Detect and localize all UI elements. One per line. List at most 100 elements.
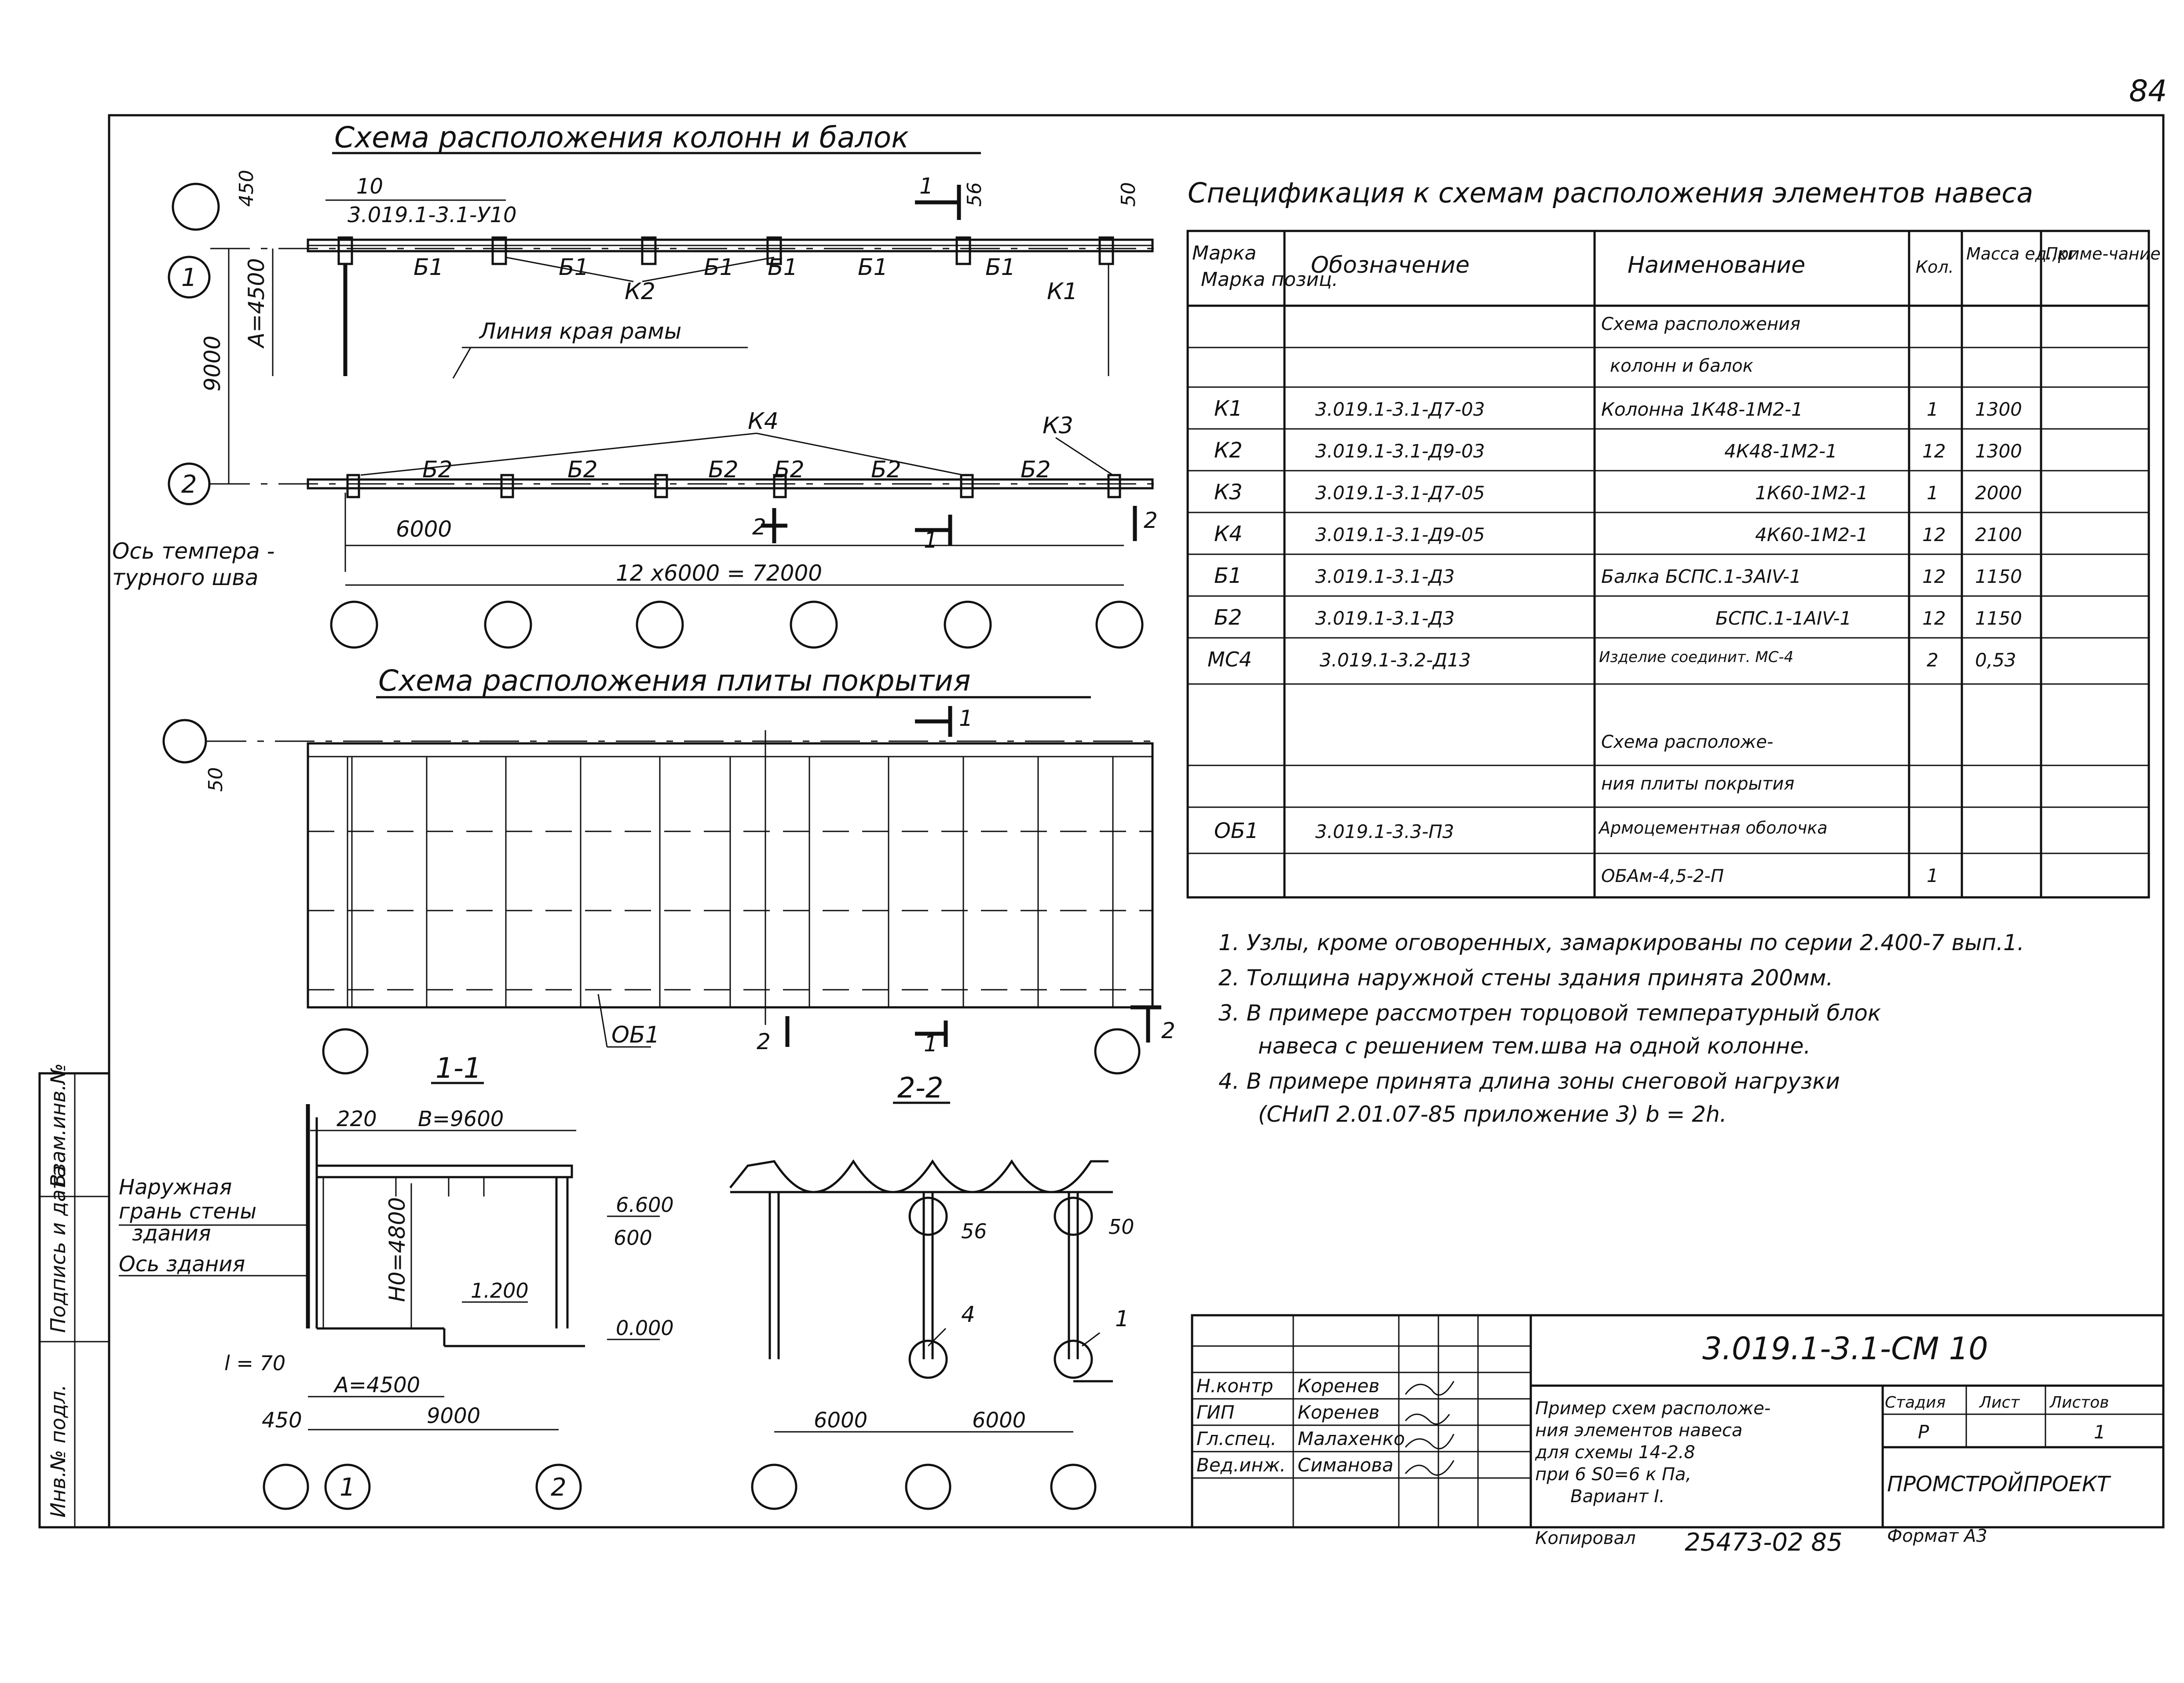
row7-name: БСПС.1-1АIV-1 — [1716, 607, 1851, 629]
row11-des: 3.019.1-3.3-П3 — [1315, 821, 1454, 842]
tb-role-3: Вед.инж. — [1196, 1454, 1286, 1476]
label-b1-f: Б1 — [985, 254, 1016, 281]
row6-des: 3.019.1-3.1-Д3 — [1315, 566, 1455, 587]
cut-2-a: 2 — [752, 514, 766, 540]
spec-table: Спецификация к схемам расположения элеме… — [1186, 177, 2161, 899]
label-b2-c: Б2 — [708, 457, 739, 483]
row4-qty: 1 — [1927, 482, 1939, 504]
sec1-dim-450: 450 — [262, 1408, 302, 1433]
sec2-mark-1: 1 — [1115, 1306, 1129, 1332]
sec2-mark-56: 56 — [961, 1219, 987, 1243]
tb-stage-label: Стадия — [1885, 1394, 1946, 1412]
tb-sheets-value: 1 — [2094, 1421, 2106, 1443]
row3-qty: 12 — [1922, 440, 1946, 462]
label-10: 10 — [356, 174, 383, 199]
hdr-name: Наименование — [1628, 252, 1805, 278]
title-block: 3.019.1-3.1-СМ 10 Н.контр ГИП Гл.спец. В… — [1191, 1314, 2165, 1557]
sec2-axis-b — [905, 1463, 951, 1510]
plan-roof-slab: Схема расположения плиты покрытия 50 1 — [162, 664, 1175, 1075]
tb-sheets-label: Листов — [2049, 1394, 2109, 1412]
note-3: 3. В примере рассмотрен торцовой темпера… — [1218, 1000, 1881, 1026]
slab-cut-1-b: 1 — [924, 1031, 938, 1057]
plan-columns-title: Схема расположения колонн и балок — [334, 121, 909, 154]
row6-name: Балка БСПС.1-3АIV-1 — [1601, 566, 1801, 587]
dim-total: 12 x6000 = 72000 — [616, 560, 822, 586]
row8-qty: 2 — [1927, 649, 1939, 671]
node-1 — [1054, 1339, 1093, 1379]
row2-mass: 1300 — [1975, 399, 2022, 420]
tb-name-1: Коренев — [1298, 1401, 1379, 1423]
row7-mass: 1150 — [1975, 607, 2022, 629]
sec1-outer-2: грань стены — [119, 1199, 256, 1224]
row7-qty: 12 — [1922, 607, 1946, 629]
stamp-inv: Инв.№ подл. — [46, 1384, 70, 1518]
row10-name: ния плиты покрытия — [1601, 774, 1794, 794]
row11-mark: ОБ1 — [1214, 819, 1258, 843]
cut-1-b: 1 — [924, 527, 938, 553]
label-b2-a: Б2 — [422, 457, 453, 483]
dim-a4500: А=4500 — [244, 258, 269, 349]
row5-qty: 12 — [1922, 524, 1946, 545]
row5-name: 4К60-1М2-1 — [1755, 524, 1868, 545]
spec-title: Спецификация к схемам расположения элеме… — [1188, 177, 2033, 209]
row2-des: 3.019.1-3.1-Д7-03 — [1315, 399, 1485, 420]
axis-bubble-slab-right — [1094, 1028, 1141, 1075]
sec1-lvl-1200: 1.200 — [471, 1279, 529, 1302]
row3-mark: К2 — [1214, 438, 1243, 463]
sec1-dim-l70: l = 70 — [224, 1351, 285, 1375]
section-1-1: 1-1 220 В=9600 Наружная грань стены здан… — [119, 1052, 674, 1510]
row11-name: Армоцементная оболочка — [1598, 818, 1828, 838]
row12-name: ОБАм-4,5-2-П — [1601, 866, 1724, 886]
signature-3 — [1405, 1434, 1455, 1449]
slab-dim-small: 50 — [205, 767, 227, 792]
row3-name: 4К48-1М2-1 — [1724, 440, 1837, 462]
row6-qty: 12 — [1922, 566, 1946, 587]
notes: 1. Узлы, кроме оговоренных, замаркирован… — [1218, 930, 2024, 1127]
row3-des: 3.019.1-3.1-Д9-03 — [1315, 440, 1485, 462]
row6-mark: Б1 — [1214, 563, 1242, 588]
sec1-dim-b: В=9600 — [418, 1107, 504, 1131]
node-56 — [908, 1196, 948, 1236]
row8-mass: 0,53 — [1975, 649, 2016, 671]
row0-name: Схема расположения — [1601, 314, 1800, 334]
note-1: 1. Узлы, кроме оговоренных, замаркирован… — [1218, 930, 2024, 955]
row5-mark: К4 — [1214, 522, 1243, 546]
sec1-axis-a — [263, 1463, 309, 1510]
mark-56-plan: 56 — [963, 182, 986, 207]
dim-450: 450 — [235, 170, 258, 207]
signature-1 — [1405, 1381, 1455, 1396]
tb-name-3: Симанова — [1298, 1454, 1394, 1476]
row12-qty: 1 — [1927, 865, 1939, 886]
section-2-2: 2-2 56 50 4 1 6000 6000 — [729, 1072, 1134, 1510]
cut-2-b: 2 — [1144, 508, 1158, 533]
axis-bubble-2 — [168, 462, 211, 505]
row1-name: колонн и балок — [1610, 356, 1753, 376]
label-k2: К2 — [625, 278, 655, 305]
axis-bubble-slab-left — [322, 1028, 369, 1075]
axis-bubbles-row1 — [330, 600, 1144, 649]
tb-name-0: Коренев — [1298, 1375, 1379, 1397]
row6-mass: 1150 — [1975, 566, 2022, 587]
sec1-dim-9000: 9000 — [427, 1404, 480, 1428]
row8-name: Изделие соединит. МС-4 — [1599, 648, 1793, 666]
sec1-axis-2 — [535, 1463, 582, 1510]
row2-name: Колонна 1К48-1М2-1 — [1601, 399, 1803, 420]
sec1-axis-1-label: 1 — [340, 1473, 355, 1502]
sec2-axis-c — [1050, 1463, 1097, 1510]
axis-2-label: 2 — [181, 470, 197, 499]
row8-des: 3.019.1-3.2-Д13 — [1320, 649, 1471, 671]
sec1-lvl-6600: 6.600 — [616, 1193, 674, 1217]
tb-role-0: Н.контр — [1196, 1375, 1273, 1397]
sec1-building-axis: Ось здания — [119, 1252, 245, 1277]
plan-slab-title: Схема расположения плиты покрытия — [378, 664, 971, 698]
sec1-axis-2-label: 2 — [551, 1473, 567, 1502]
row3-mass: 1300 — [1975, 440, 2022, 462]
row4-mark: К3 — [1214, 480, 1243, 505]
sec2-dim-6000b: 6000 — [972, 1408, 1026, 1433]
sec1-axis-1 — [324, 1463, 371, 1510]
stamp-sign: Подпись и дата — [46, 1165, 70, 1333]
hdr-qty: Кол. — [1916, 257, 1954, 277]
tb-name-2: Малахенко — [1298, 1428, 1405, 1449]
sec2-mark-50: 50 — [1108, 1215, 1134, 1239]
tb-desc-0: Пример схем расположе- — [1535, 1398, 1771, 1419]
